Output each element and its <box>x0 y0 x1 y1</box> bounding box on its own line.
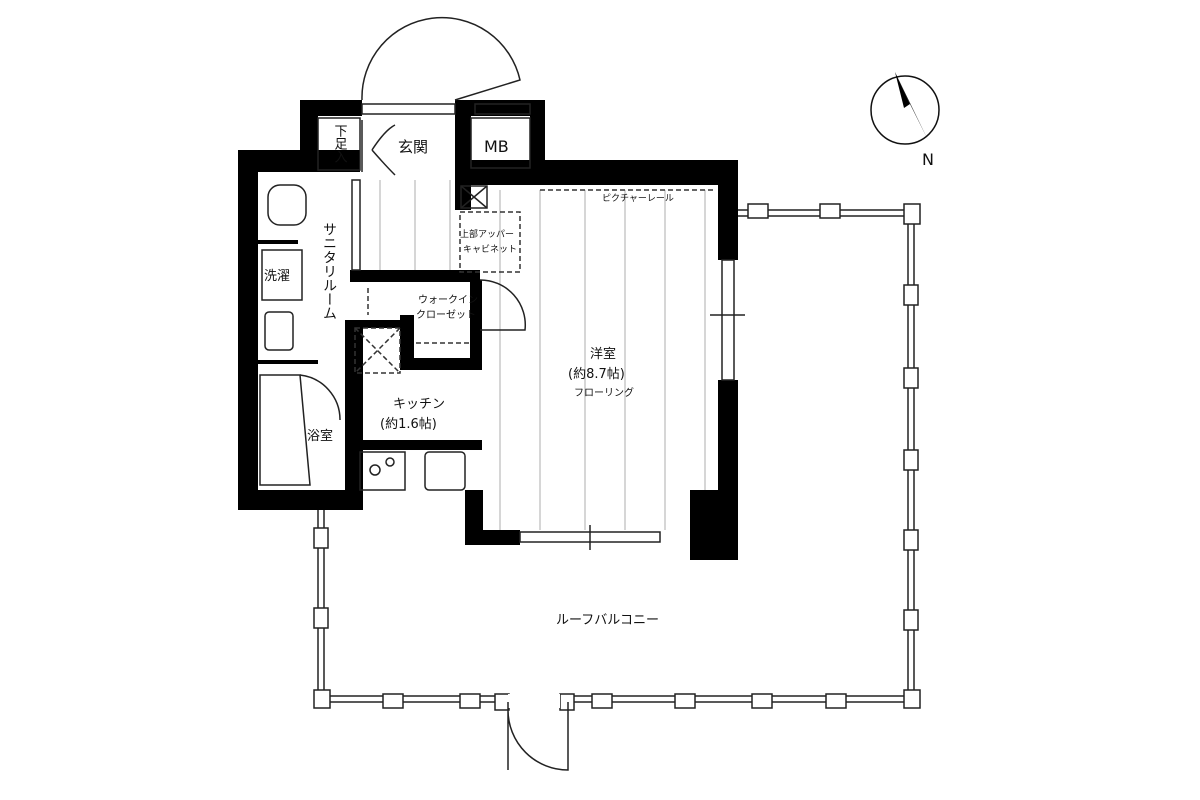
windows <box>361 103 745 550</box>
compass-label: N <box>922 150 934 169</box>
label-upper-cabinet-2: キャビネット <box>463 244 517 255</box>
roof-balcony-railing <box>313 203 921 771</box>
flooring-pattern <box>379 180 706 530</box>
label-sanitary-room: サニタリルーム <box>321 222 337 320</box>
label-bathroom: 浴室 <box>307 428 333 444</box>
label-kitchen-size: (約1.6帖) <box>380 417 437 432</box>
label-upper-cabinet-1: 上部アッパー <box>460 228 514 240</box>
north-arrow-icon: N <box>870 72 940 169</box>
label-roof-balcony: ルーフバルコニー <box>556 613 659 628</box>
label-kitchen: キッチン <box>393 397 445 412</box>
label-western-room-size: (約8.7帖) <box>568 367 625 382</box>
label-western-room: 洋室 <box>590 346 616 362</box>
label-picture-rail: ピクチャーレール <box>602 193 674 204</box>
label-laundry: 洗濯 <box>264 269 290 284</box>
label-meter-box: MB <box>484 137 509 156</box>
label-western-room-floor: フローリング <box>574 386 634 399</box>
label-walkin-1: ウォークイン <box>418 294 478 306</box>
label-walkin-2: クローゼット <box>416 309 476 321</box>
label-shoe-storage: 下足入 <box>332 124 348 163</box>
label-entrance: 玄関 <box>398 138 428 156</box>
dashed-lines <box>354 189 715 374</box>
fixtures <box>259 117 531 491</box>
entrance-door[interactable] <box>361 16 521 101</box>
